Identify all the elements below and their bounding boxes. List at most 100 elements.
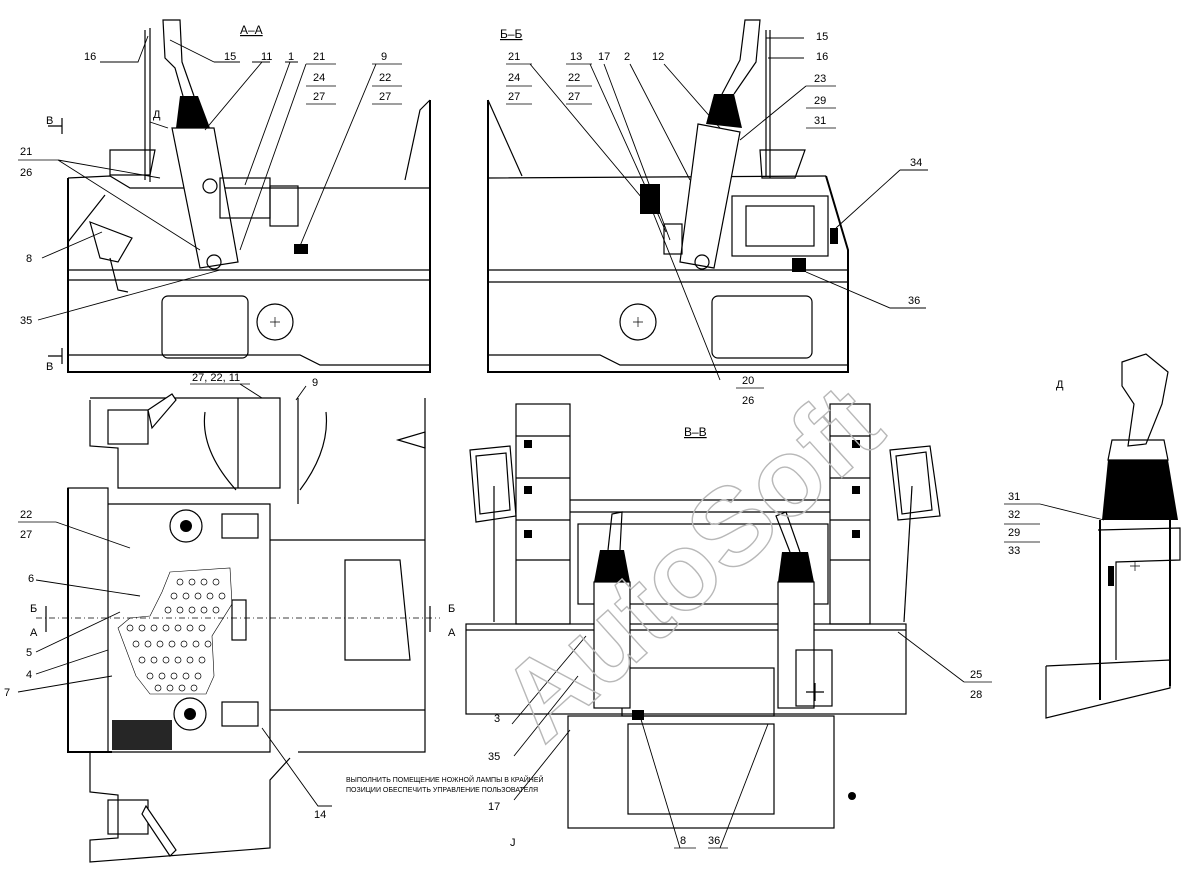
bb-callout-2: 2: [624, 51, 630, 63]
plan-left-rail: [67, 487, 109, 753]
vv-lower-box: [567, 715, 835, 829]
bb-callout-13: 13: [570, 51, 582, 63]
bb-opening: [711, 295, 813, 359]
view-plan: Б А Б А 27, 22, 11 9 22 27 6 5 4 7 14 ВЫ…: [4, 372, 544, 863]
vv-console-left: [593, 581, 631, 709]
plan-callout-9: 9: [312, 377, 318, 389]
plan-callout-14: 14: [314, 809, 326, 821]
plan-mark-a-left: А: [30, 627, 38, 639]
view-d-title: Д: [1056, 379, 1064, 391]
vv-callout-28: 28: [970, 689, 982, 701]
plan-upper-cutout: [89, 397, 281, 489]
plan-grille: [112, 720, 172, 750]
bb-callout-34: 34: [910, 157, 922, 169]
aa-callout-35: 35: [20, 315, 32, 327]
plan-pedal-bottom: [107, 799, 149, 835]
view-aa: А–А В В Д 16 15 11: [18, 19, 431, 373]
aa-callout-22: 22: [379, 72, 391, 84]
d-console-body: [1099, 500, 1171, 700]
plan-callout-5: 5: [26, 647, 32, 659]
aa-callout-21: 21: [313, 51, 325, 63]
vv-mirror-right: [889, 445, 941, 521]
view-vv-title: В–В: [684, 425, 707, 439]
bb-callout-29: 29: [814, 95, 826, 107]
aa-joystick-handle: [162, 19, 195, 97]
aa-joystick-console: [171, 127, 239, 269]
vv-callout-25: 25: [970, 669, 982, 681]
aa-boot: [176, 96, 210, 128]
view-bb-title: Б–Б: [500, 27, 523, 41]
bb-callout-15: 15: [816, 31, 828, 43]
aa-callout-1: 1: [288, 51, 294, 63]
plan-callout-7: 7: [4, 687, 10, 699]
vv-callout-36: 36: [708, 835, 720, 847]
bb-circle: [619, 303, 657, 341]
plan-callout-6: 6: [28, 573, 34, 585]
bb-callout-26: 26: [742, 395, 754, 407]
plan-lower-cutout: [89, 752, 291, 863]
vv-back-panel: [577, 523, 829, 605]
plan-callout-4: 4: [26, 669, 32, 681]
bb-rod: [765, 30, 771, 178]
bb-callout-17: 17: [598, 51, 610, 63]
d-console-foot: [1045, 659, 1171, 719]
d-joystick-handle: [1121, 353, 1169, 447]
aa-callout-11: 11: [261, 51, 272, 63]
plan-joystick-base-top: [169, 509, 203, 543]
plan-cabin-floor: [108, 503, 271, 753]
aa-mark-d: Д: [153, 109, 161, 121]
d-callout-33: 33: [1008, 545, 1020, 557]
vv-left-post: [515, 403, 571, 625]
aa-callout-27: 27: [313, 91, 325, 103]
bb-body-outline: [487, 100, 849, 373]
aa-rod: [144, 28, 151, 182]
bb-cover: [759, 149, 806, 179]
plan-left-frame: [67, 488, 112, 753]
vv-joystick-left: [607, 511, 623, 551]
aa-callout-27b: 27: [379, 91, 391, 103]
aa-top-edge: [67, 175, 430, 189]
bb-boot: [706, 94, 742, 128]
aa-body-outline: [67, 100, 431, 373]
plan-seat-lines: [203, 411, 328, 491]
plan-floor-hatch: [344, 559, 411, 661]
plan-mark-b-right: Б: [448, 603, 455, 615]
bb-callout-12: 12: [652, 51, 664, 63]
d-bellows: [1102, 460, 1178, 520]
vv-callout-8: 8: [680, 835, 686, 847]
aa-pedal: [89, 221, 133, 263]
bb-control-box: [731, 195, 829, 257]
d-callout-32: 32: [1008, 509, 1020, 521]
aa-callout-24: 24: [313, 72, 325, 84]
plan-callout-27: 27: [20, 529, 32, 541]
d-callout-29: 29: [1008, 527, 1020, 539]
plan-pedal-top: [107, 409, 149, 445]
bb-callout-31: 31: [814, 115, 826, 127]
d-callout-31: 31: [1008, 491, 1020, 503]
aa-mid-rails: [68, 269, 430, 281]
bb-callout-16: 16: [816, 51, 828, 63]
plan-mark-b-left: Б: [30, 603, 37, 615]
plan-mat-perforation: [126, 578, 226, 692]
view-bb: Б–Б 21 24 27 13 22 27 17 2: [487, 19, 928, 407]
watermark: AutoSoft: [477, 362, 904, 764]
bb-joystick-console: [679, 123, 741, 269]
note-line-2: ПОЗИЦИИ ОБЕСПЕЧИТЬ УПРАВЛЕНИЕ ПОЛЬЗОВАТЕ…: [346, 787, 538, 794]
bb-callout-27b: 27: [568, 91, 580, 103]
vv-mirror-left: [469, 445, 517, 523]
plan-joystick-base-bottom: [173, 697, 207, 731]
vv-callout-3: 3: [494, 713, 500, 725]
bb-callout-27: 27: [508, 91, 520, 103]
plan-callout-27-22-11: 27, 22, 11: [192, 372, 240, 384]
bb-callout-20: 20: [742, 375, 754, 387]
aa-callout-8: 8: [26, 253, 32, 265]
vv-base: [465, 623, 907, 715]
bb-callout-36: 36: [908, 295, 920, 307]
note-line-1: ВЫПОЛНИТЬ ПОМЕЩЕНИЕ НОЖНОЙ ЛАМПЫ В КРАЙН…: [346, 775, 544, 784]
vv-joystick-right: [775, 511, 801, 553]
vv-bolts: [524, 440, 860, 800]
aa-mark-v-bottom: В: [46, 361, 53, 373]
view-aa-title: А–А: [240, 23, 263, 37]
